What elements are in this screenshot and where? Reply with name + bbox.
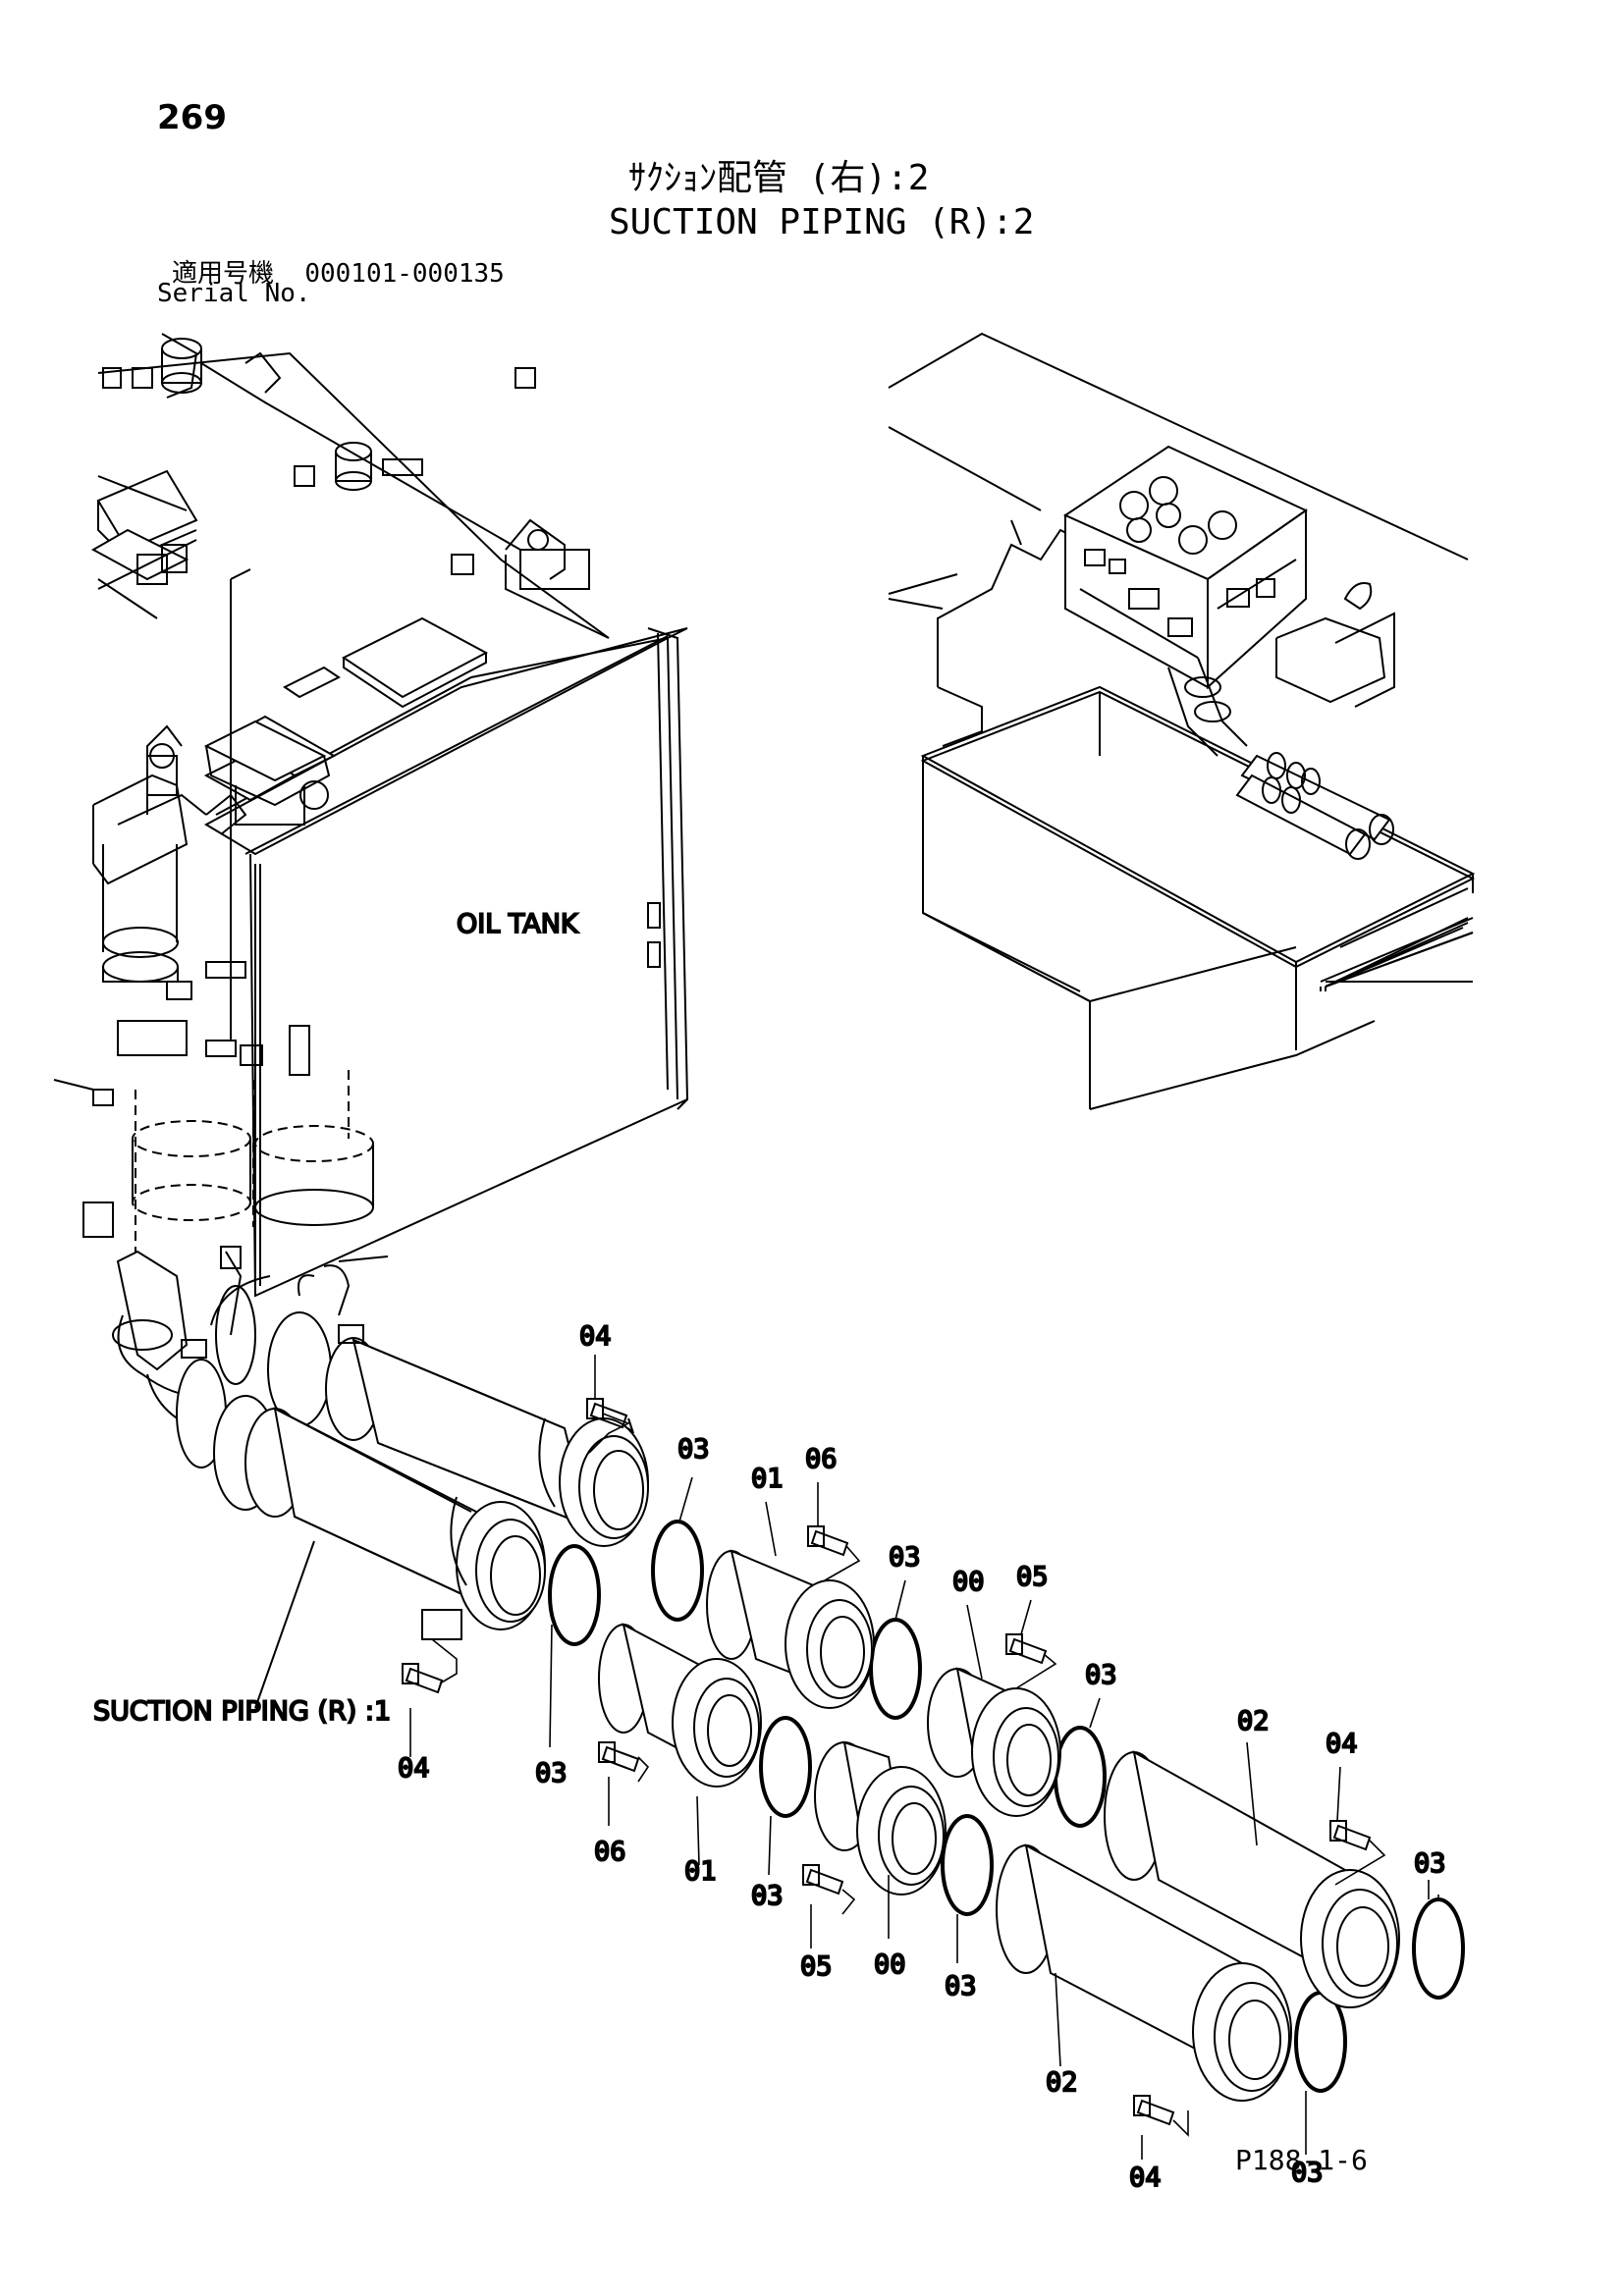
- part-label: 03: [535, 1758, 568, 1789]
- machine-overview-inset: [888, 332, 1476, 1110]
- serial-label-japanese: 適用号機: [172, 259, 275, 289]
- o-ring-03-a: [548, 1544, 601, 1646]
- part-number-labels: 04 03 01 06 03 00 05 03 02 04 03 03 04 0…: [397, 1320, 1447, 2194]
- serial-label: Serial No.: [157, 279, 311, 308]
- installed-suction-piping: [112, 1250, 649, 1640]
- bolt-04-right: [1329, 1820, 1372, 1851]
- page-title: SUCTION PIPING (R):2: [609, 202, 1035, 242]
- part-label: 04: [398, 1753, 430, 1784]
- part-label: 03: [945, 1971, 977, 2002]
- part-label: 04: [1129, 2163, 1162, 2193]
- reference-leader: [254, 1540, 315, 1709]
- pipe-02-upper: [1104, 1750, 1400, 2008]
- part-label: 03: [1291, 2158, 1324, 2188]
- page-number: 269: [157, 98, 227, 137]
- part-label: 03: [751, 1881, 784, 1911]
- o-ring-03-f: [941, 1814, 994, 1916]
- part-label: 03: [751, 1881, 784, 1911]
- bolt-05-lower: [802, 1864, 844, 1896]
- part-label: 02: [1237, 1706, 1270, 1736]
- o-ring-03-h: [1294, 1991, 1347, 2093]
- part-label: 03: [1414, 1848, 1446, 1879]
- oil-tank-label: OIL TANK: [457, 909, 579, 939]
- pipe-01-lower: [598, 1623, 762, 1788]
- part-label: 04: [1326, 1729, 1358, 1759]
- part-label: 02: [1046, 2067, 1078, 2098]
- oil-tank: [53, 333, 689, 1298]
- part-label: 05: [800, 1951, 833, 1982]
- o-ring-03-d: [869, 1618, 922, 1720]
- part-label: 06: [594, 1837, 626, 1867]
- part-label: 03: [1085, 1660, 1117, 1690]
- inset-suction-pipes: [1235, 752, 1394, 860]
- bolt-04-left: [402, 1663, 444, 1694]
- reference-label: SUCTION PIPING (R) :1: [93, 1696, 391, 1727]
- part-label: 00: [952, 1567, 985, 1597]
- serial-range: 000101-000135: [304, 259, 505, 289]
- part-label: 06: [805, 1444, 838, 1474]
- part-label: 01: [684, 1856, 717, 1887]
- part-label: 03: [889, 1542, 921, 1573]
- serial-number-line: 適用号機 000101-000135: [172, 253, 505, 290]
- diagram-code: P188-1-6: [1235, 2144, 1368, 2176]
- bolt-06-lower: [598, 1741, 640, 1773]
- part-label: 04: [579, 1321, 612, 1352]
- pipe-01-upper: [706, 1549, 875, 1709]
- o-ring-03-b: [651, 1520, 704, 1622]
- pipe-00-lower: [814, 1740, 947, 1896]
- pipe-00-upper: [927, 1667, 1061, 1817]
- bolt-06-top: [807, 1525, 849, 1557]
- part-label: 00: [874, 1949, 906, 1980]
- bolt-05-top: [1005, 1633, 1048, 1665]
- bolt-04-bottom: [1133, 2095, 1175, 2126]
- o-ring-03-c: [759, 1716, 812, 1818]
- leader-lines: [409, 1355, 1439, 2160]
- part-label: 05: [1016, 1562, 1049, 1592]
- pipe-02-lower: [996, 1843, 1292, 2102]
- o-ring-03-g: [1412, 1897, 1465, 2000]
- part-label: 03: [677, 1434, 710, 1465]
- part-label: 01: [751, 1464, 784, 1494]
- page-title-japanese: ｻｸｼｮﾝ配管 (右):2: [628, 158, 930, 198]
- o-ring-03-e: [1054, 1726, 1107, 1828]
- exploded-parts: [402, 1355, 1465, 2160]
